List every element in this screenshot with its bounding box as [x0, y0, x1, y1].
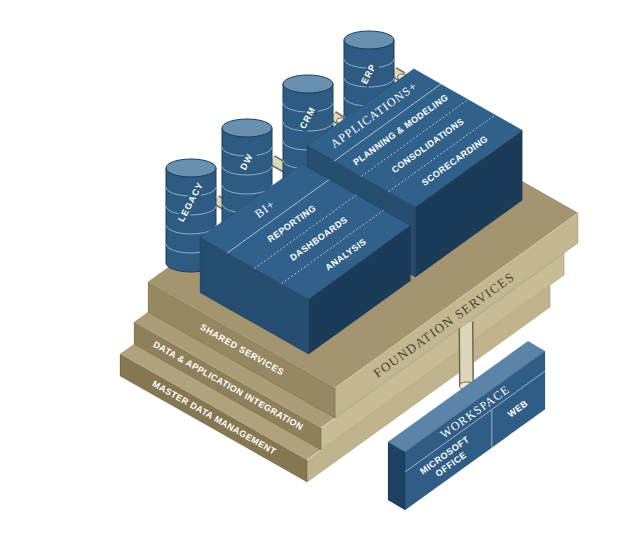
workspace-box: WORKSPACEMICROSOFT OFFICEWEB — [388, 341, 545, 510]
box-side-face — [388, 442, 405, 510]
box-side-face — [309, 226, 411, 355]
box-side-face — [415, 130, 522, 277]
divider-line — [405, 371, 545, 472]
band-face — [120, 354, 307, 482]
pipe-outline — [458, 322, 474, 386]
cylinder-top — [166, 159, 216, 177]
divider-line — [491, 410, 492, 448]
shape-outline — [200, 164, 411, 355]
pipe-body — [460, 322, 473, 386]
pipe-connector — [460, 322, 474, 390]
box-front-face — [405, 351, 545, 510]
block-label: MASTER DATA MANAGEMENT — [150, 379, 278, 458]
module-box: BI+REPORTINGDASHBOARDSANALYSIS — [200, 164, 411, 355]
cylinder-top — [283, 75, 333, 93]
cylinder-top — [222, 119, 272, 137]
cylinder-top — [344, 31, 394, 49]
